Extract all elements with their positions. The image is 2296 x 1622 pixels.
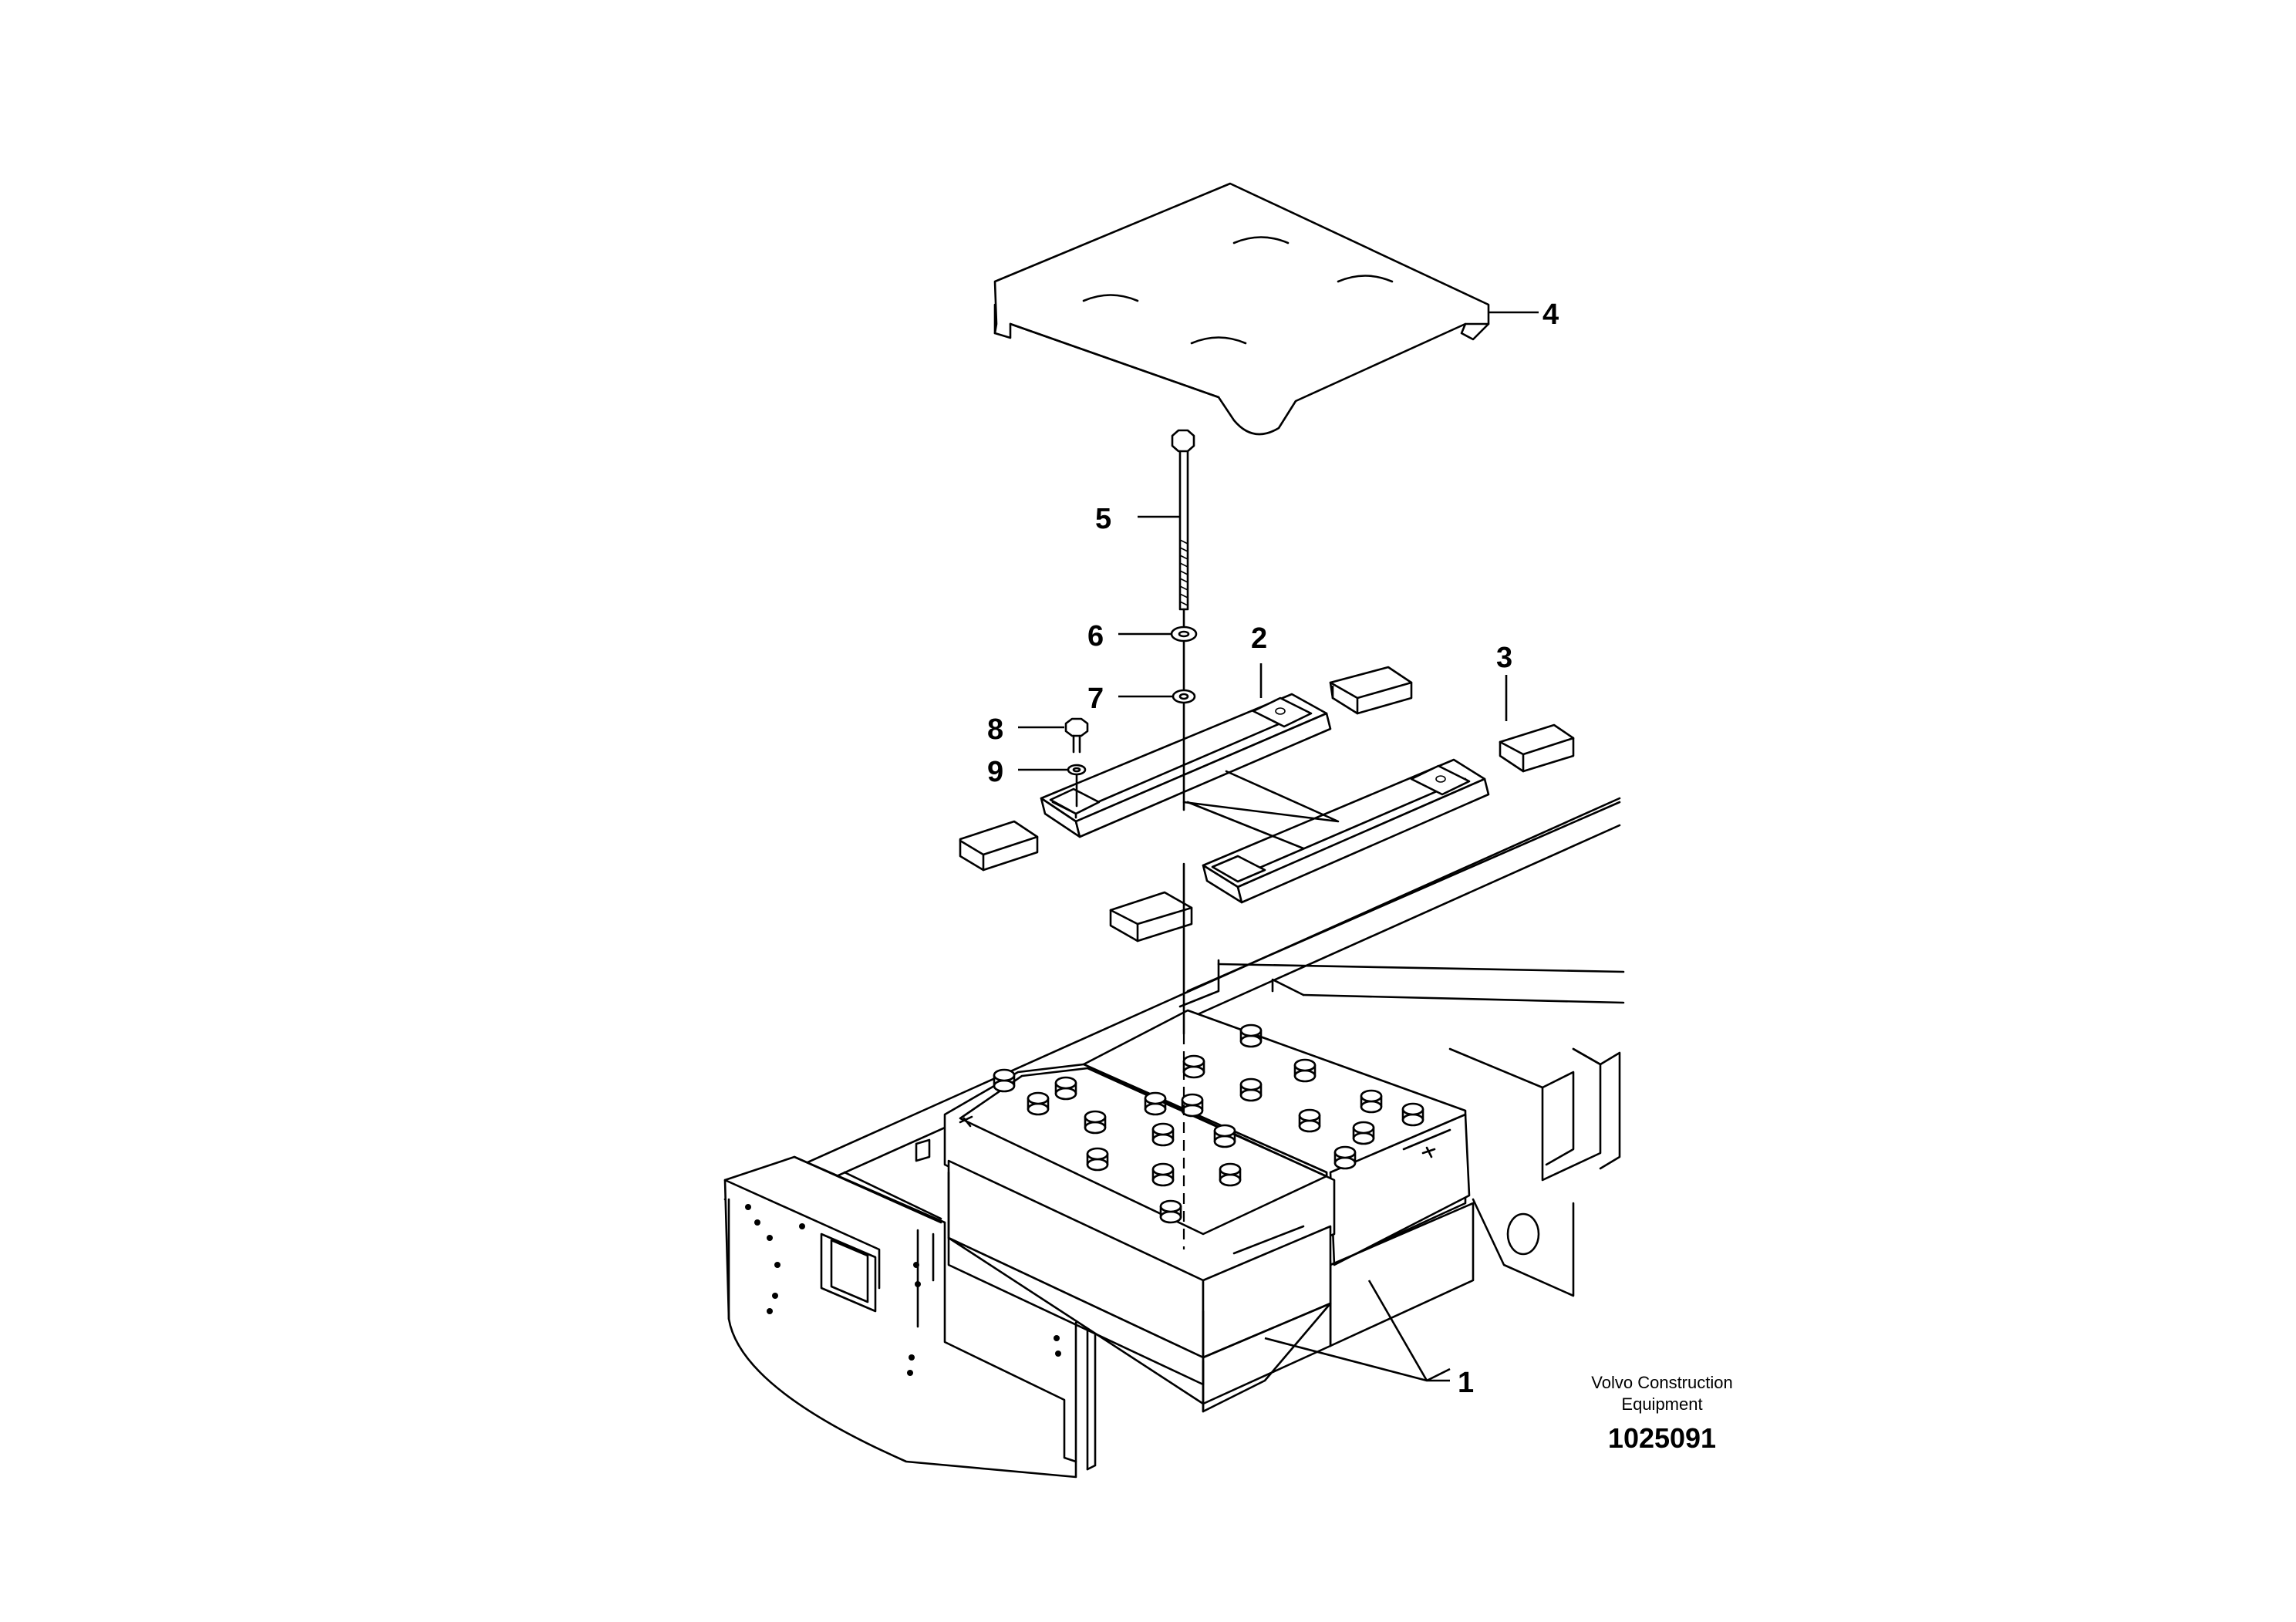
callout-4: 4 <box>1489 298 1559 331</box>
battery-terminals <box>993 1023 1424 1224</box>
battery-cover <box>993 182 1490 436</box>
callout-7: 7 <box>1087 683 1172 715</box>
svg-text:8: 8 <box>987 713 1003 746</box>
long-bolt <box>1171 429 1195 611</box>
callout-3: 3 <box>1496 642 1512 721</box>
credit-line-1: Volvo Construction <box>1591 1373 1732 1392</box>
svg-text:4: 4 <box>1542 298 1559 331</box>
end-cap-3 <box>959 820 1039 872</box>
svg-text:1: 1 <box>1458 1367 1474 1399</box>
svg-text:5: 5 <box>1095 503 1111 535</box>
end-cap-4 <box>1109 891 1193 943</box>
frame-bolt-holes <box>745 1204 1061 1376</box>
battery-pair <box>943 1009 1475 1413</box>
callout-9: 9 <box>987 756 1067 788</box>
svg-text:2: 2 <box>1251 622 1267 655</box>
callout-6: 6 <box>1087 620 1171 653</box>
end-cap-1 <box>1329 666 1413 715</box>
cross-strap <box>1182 770 1340 823</box>
svg-text:7: 7 <box>1087 683 1104 715</box>
svg-text:6: 6 <box>1087 620 1104 653</box>
washer-6 <box>1170 626 1198 642</box>
hold-down-bracket-rear <box>1202 758 1490 904</box>
callout-1: 1 <box>1264 1280 1474 1399</box>
washer-9 <box>1067 764 1087 776</box>
credit-line-2: Equipment <box>1621 1394 1702 1414</box>
end-cap-2 <box>1499 723 1575 773</box>
chassis-frame <box>723 797 1625 1479</box>
callout-5: 5 <box>1095 503 1180 535</box>
svg-text:9: 9 <box>987 756 1003 788</box>
svg-text:3: 3 <box>1496 642 1512 674</box>
washer-7 <box>1172 689 1196 704</box>
callout-2: 2 <box>1251 622 1267 698</box>
callout-8: 8 <box>987 713 1064 746</box>
small-bolt <box>1064 717 1089 754</box>
document-number: 1025091 <box>1608 1422 1716 1454</box>
